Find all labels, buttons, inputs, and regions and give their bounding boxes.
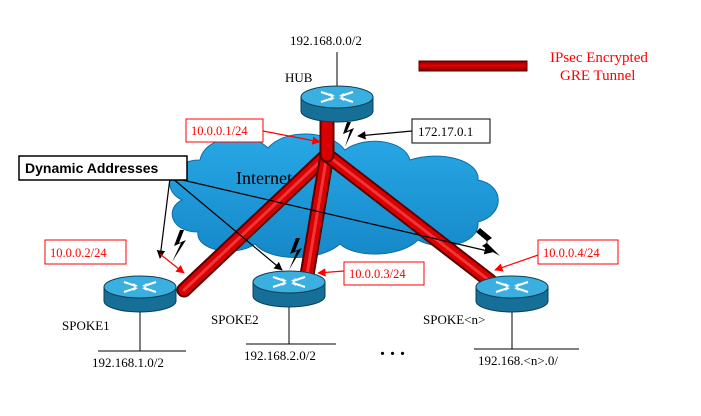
hub-router-icon xyxy=(300,85,374,123)
spoken-router-icon xyxy=(475,275,549,313)
hub-tunnel-ip-box xyxy=(185,118,264,143)
spoke2-lan-label: 192.168.2.0/2 xyxy=(244,348,316,363)
internet-label: Internet xyxy=(236,168,292,188)
spoke2-label: SPOKE2 xyxy=(211,312,259,327)
spoke2-serial-lightning-icon xyxy=(289,238,302,270)
spoke1-lan-label: 192.168.1.0/2 xyxy=(92,355,164,370)
more-spokes-ellipsis: . . . xyxy=(380,338,405,360)
spoken-lan-label: 192.168.<n>.0/ xyxy=(478,353,558,368)
hub-public-ip-box xyxy=(411,118,491,144)
legend-line1: IPsec Encrypted xyxy=(550,50,648,66)
dynamic-address-arrows xyxy=(156,177,493,271)
legend-line2: GRE Tunnel xyxy=(560,68,635,84)
hub-public-ip-arrow xyxy=(357,130,413,140)
dynamic-addresses-label: Dynamic Addresses xyxy=(25,160,159,176)
gre-tunnels xyxy=(176,112,498,298)
hub-tunnel-ip-arrow xyxy=(262,130,321,145)
spoke1-router-icon xyxy=(103,275,177,313)
spoke1-tunnel-ip-label: 10.0.0.2/24 xyxy=(50,246,107,260)
dynamic-addresses-box xyxy=(18,155,188,181)
spoken-serial-lightning-icon xyxy=(476,228,500,256)
hub-public-ip-label: 172.17.0.1 xyxy=(418,124,473,139)
spoken-tunnel-ip-arrow xyxy=(494,253,542,272)
spoke1-tunnel-ip-box xyxy=(44,239,127,265)
spoken-label: SPOKE<n> xyxy=(423,312,485,327)
spoke2-router-icon xyxy=(252,270,326,308)
hub-label: HUB xyxy=(285,70,313,85)
spoke1-tunnel-ip-arrow xyxy=(159,253,185,274)
spoke1-label: SPOKE1 xyxy=(62,318,110,333)
hub-lan-label: 192.168.0.0/2 xyxy=(290,33,362,48)
spoken-tunnel-ip-box xyxy=(537,239,619,265)
spoke2-tunnel-ip-label: 10.0.0.3/24 xyxy=(349,267,406,281)
spoken-tunnel-ip-label: 10.0.0.4/24 xyxy=(543,246,600,260)
spoke2-tunnel-ip-box xyxy=(343,261,425,286)
legend-tunnel-swatch xyxy=(418,60,528,72)
hub-serial-lightning-icon xyxy=(343,122,354,147)
hub-tunnel-ip-label: 10.0.0.1/24 xyxy=(191,124,248,138)
spoke1-serial-lightning-icon xyxy=(172,230,186,262)
legend: IPsec Encrypted GRE Tunnel xyxy=(418,50,648,84)
spoke2-tunnel-ip-arrow xyxy=(317,268,345,277)
